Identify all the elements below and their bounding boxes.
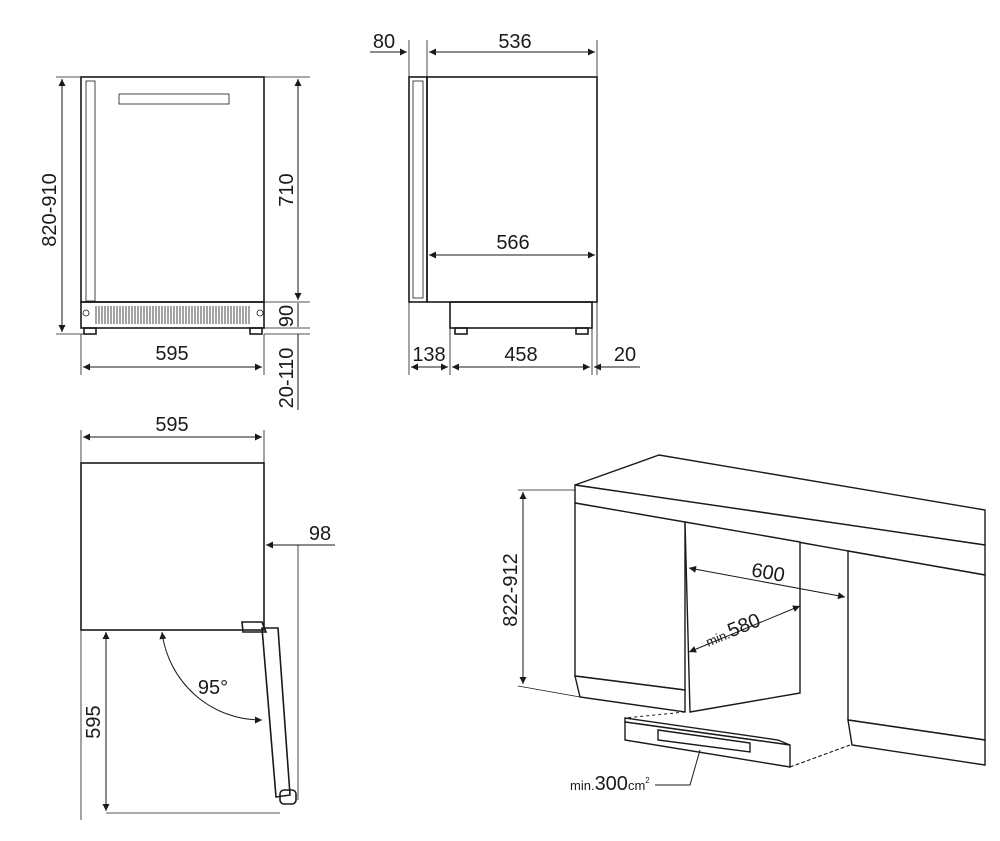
front-plinth-screw-left (82, 309, 90, 317)
install-label-vent-unit-sup: 2 (645, 776, 650, 785)
top-label-side-clearance: 98 (309, 523, 331, 545)
front-plinth-screw-right (256, 309, 264, 317)
front-door-handle (118, 93, 230, 105)
install-label-vent-unit: cm (628, 778, 645, 793)
install-vent-slot (657, 729, 751, 753)
front-label-height-total: 820-910 (39, 173, 61, 246)
install-dim-depth (688, 605, 801, 653)
side-foot-rear (575, 327, 589, 335)
top-hinge (241, 621, 268, 633)
front-label-feet: 20-110 (276, 348, 298, 409)
front-label-plinth: 90 (276, 305, 298, 327)
top-door-handle (279, 789, 297, 805)
side-cabinet-body (426, 76, 598, 303)
top-view: 595 98 595 95° (80, 414, 335, 820)
installation-view: 822-912 600 min.580 min.300cm2 (500, 454, 986, 795)
front-foot-left (83, 327, 97, 335)
install-right-cabinet (847, 550, 986, 741)
top-label-width: 595 (155, 414, 188, 436)
install-left-cabinet (574, 502, 686, 691)
front-label-width: 595 (155, 343, 188, 365)
side-label-body-depth: 536 (498, 31, 531, 53)
front-label-height-body: 710 (276, 173, 298, 206)
side-label-handle: 80 (373, 31, 395, 53)
front-cabinet-body (80, 76, 265, 303)
install-label-vent-text: min.300cm2 (570, 773, 650, 795)
top-open-door (261, 627, 291, 798)
install-label-height: 822-912 (500, 553, 522, 626)
top-cabinet-body (80, 462, 265, 631)
front-plinth-grille (80, 301, 265, 329)
side-door-inner (412, 80, 424, 299)
install-dim-width (688, 565, 846, 600)
install-label-vent-prefix: min. (570, 778, 595, 793)
front-grille-slats (95, 306, 250, 324)
side-label-total-depth: 566 (496, 232, 529, 254)
front-view: 820-910 710 90 20-110 595 (39, 76, 310, 410)
side-foot-front (454, 327, 468, 335)
front-door-hinge-strip (85, 80, 96, 302)
side-view: 80 536 566 138 458 20 (370, 31, 640, 375)
front-foot-right (249, 327, 263, 335)
side-label-base-depth: 458 (504, 344, 537, 366)
side-plinth (449, 301, 593, 329)
install-vent-leader (655, 749, 701, 786)
top-dim-opening-arc (159, 631, 263, 724)
install-label-vent-area: 300 (595, 773, 628, 795)
top-label-opening-angle: 95° (198, 677, 228, 699)
side-label-front-offset: 138 (412, 344, 445, 366)
install-right-plinth (847, 719, 986, 766)
top-label-door-swing: 595 (83, 705, 105, 738)
side-door (408, 76, 428, 303)
side-label-rear-offset: 20 (614, 344, 636, 366)
